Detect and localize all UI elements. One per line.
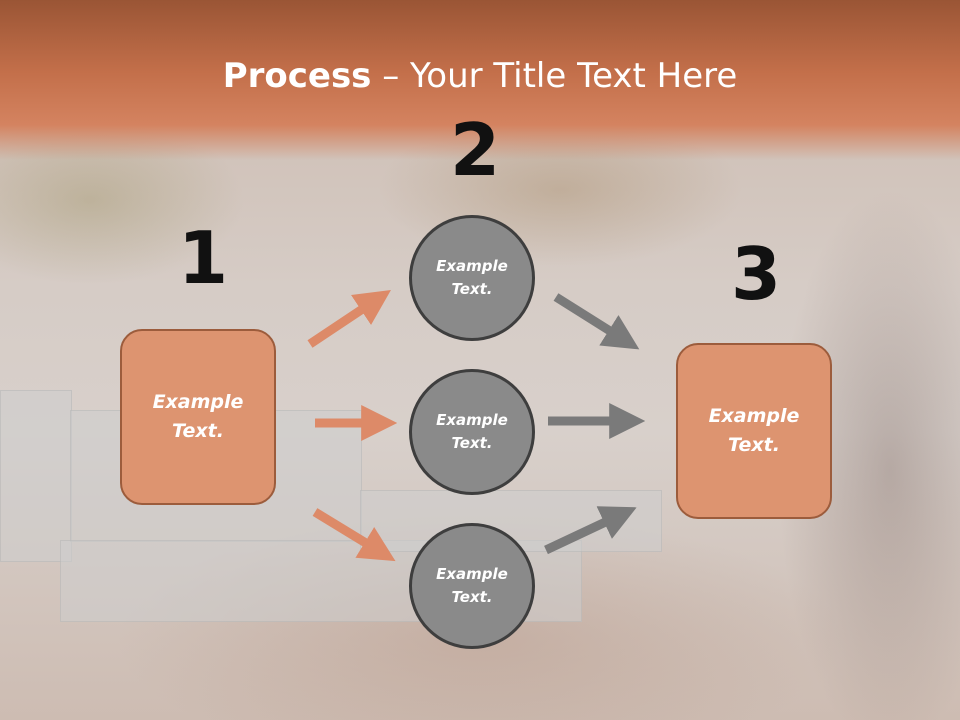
step-circle-top: Example Text.	[409, 215, 535, 341]
step-circle-bottom-text: Example Text.	[436, 565, 508, 606]
background-gravestone	[0, 390, 72, 562]
step-number-1: 1	[178, 216, 229, 300]
step-circle-top-text: Example Text.	[436, 257, 508, 298]
arrow-right-up-gray	[544, 506, 637, 555]
slide-title: Process – Your Title Text Here	[0, 56, 960, 96]
step-box-3: Example Text.	[676, 343, 832, 519]
step-number-2: 2	[450, 108, 501, 192]
step-number-3: 3	[731, 232, 782, 316]
arrow-right-down-orange	[312, 508, 396, 562]
header-band	[0, 0, 960, 160]
title-rest: – Your Title Text Here	[371, 56, 738, 96]
step-box-3-text: Example Text.	[708, 405, 800, 456]
step-box-1-text: Example Text.	[152, 391, 244, 442]
arrow-right-down-gray	[553, 293, 640, 350]
step-box-1: Example Text.	[120, 329, 276, 505]
step-circle-middle-text: Example Text.	[436, 411, 508, 452]
step-circle-middle: Example Text.	[409, 369, 535, 495]
step-circle-bottom: Example Text.	[409, 523, 535, 649]
arrow-right-up-orange	[307, 290, 391, 348]
title-bold: Process	[222, 56, 372, 96]
